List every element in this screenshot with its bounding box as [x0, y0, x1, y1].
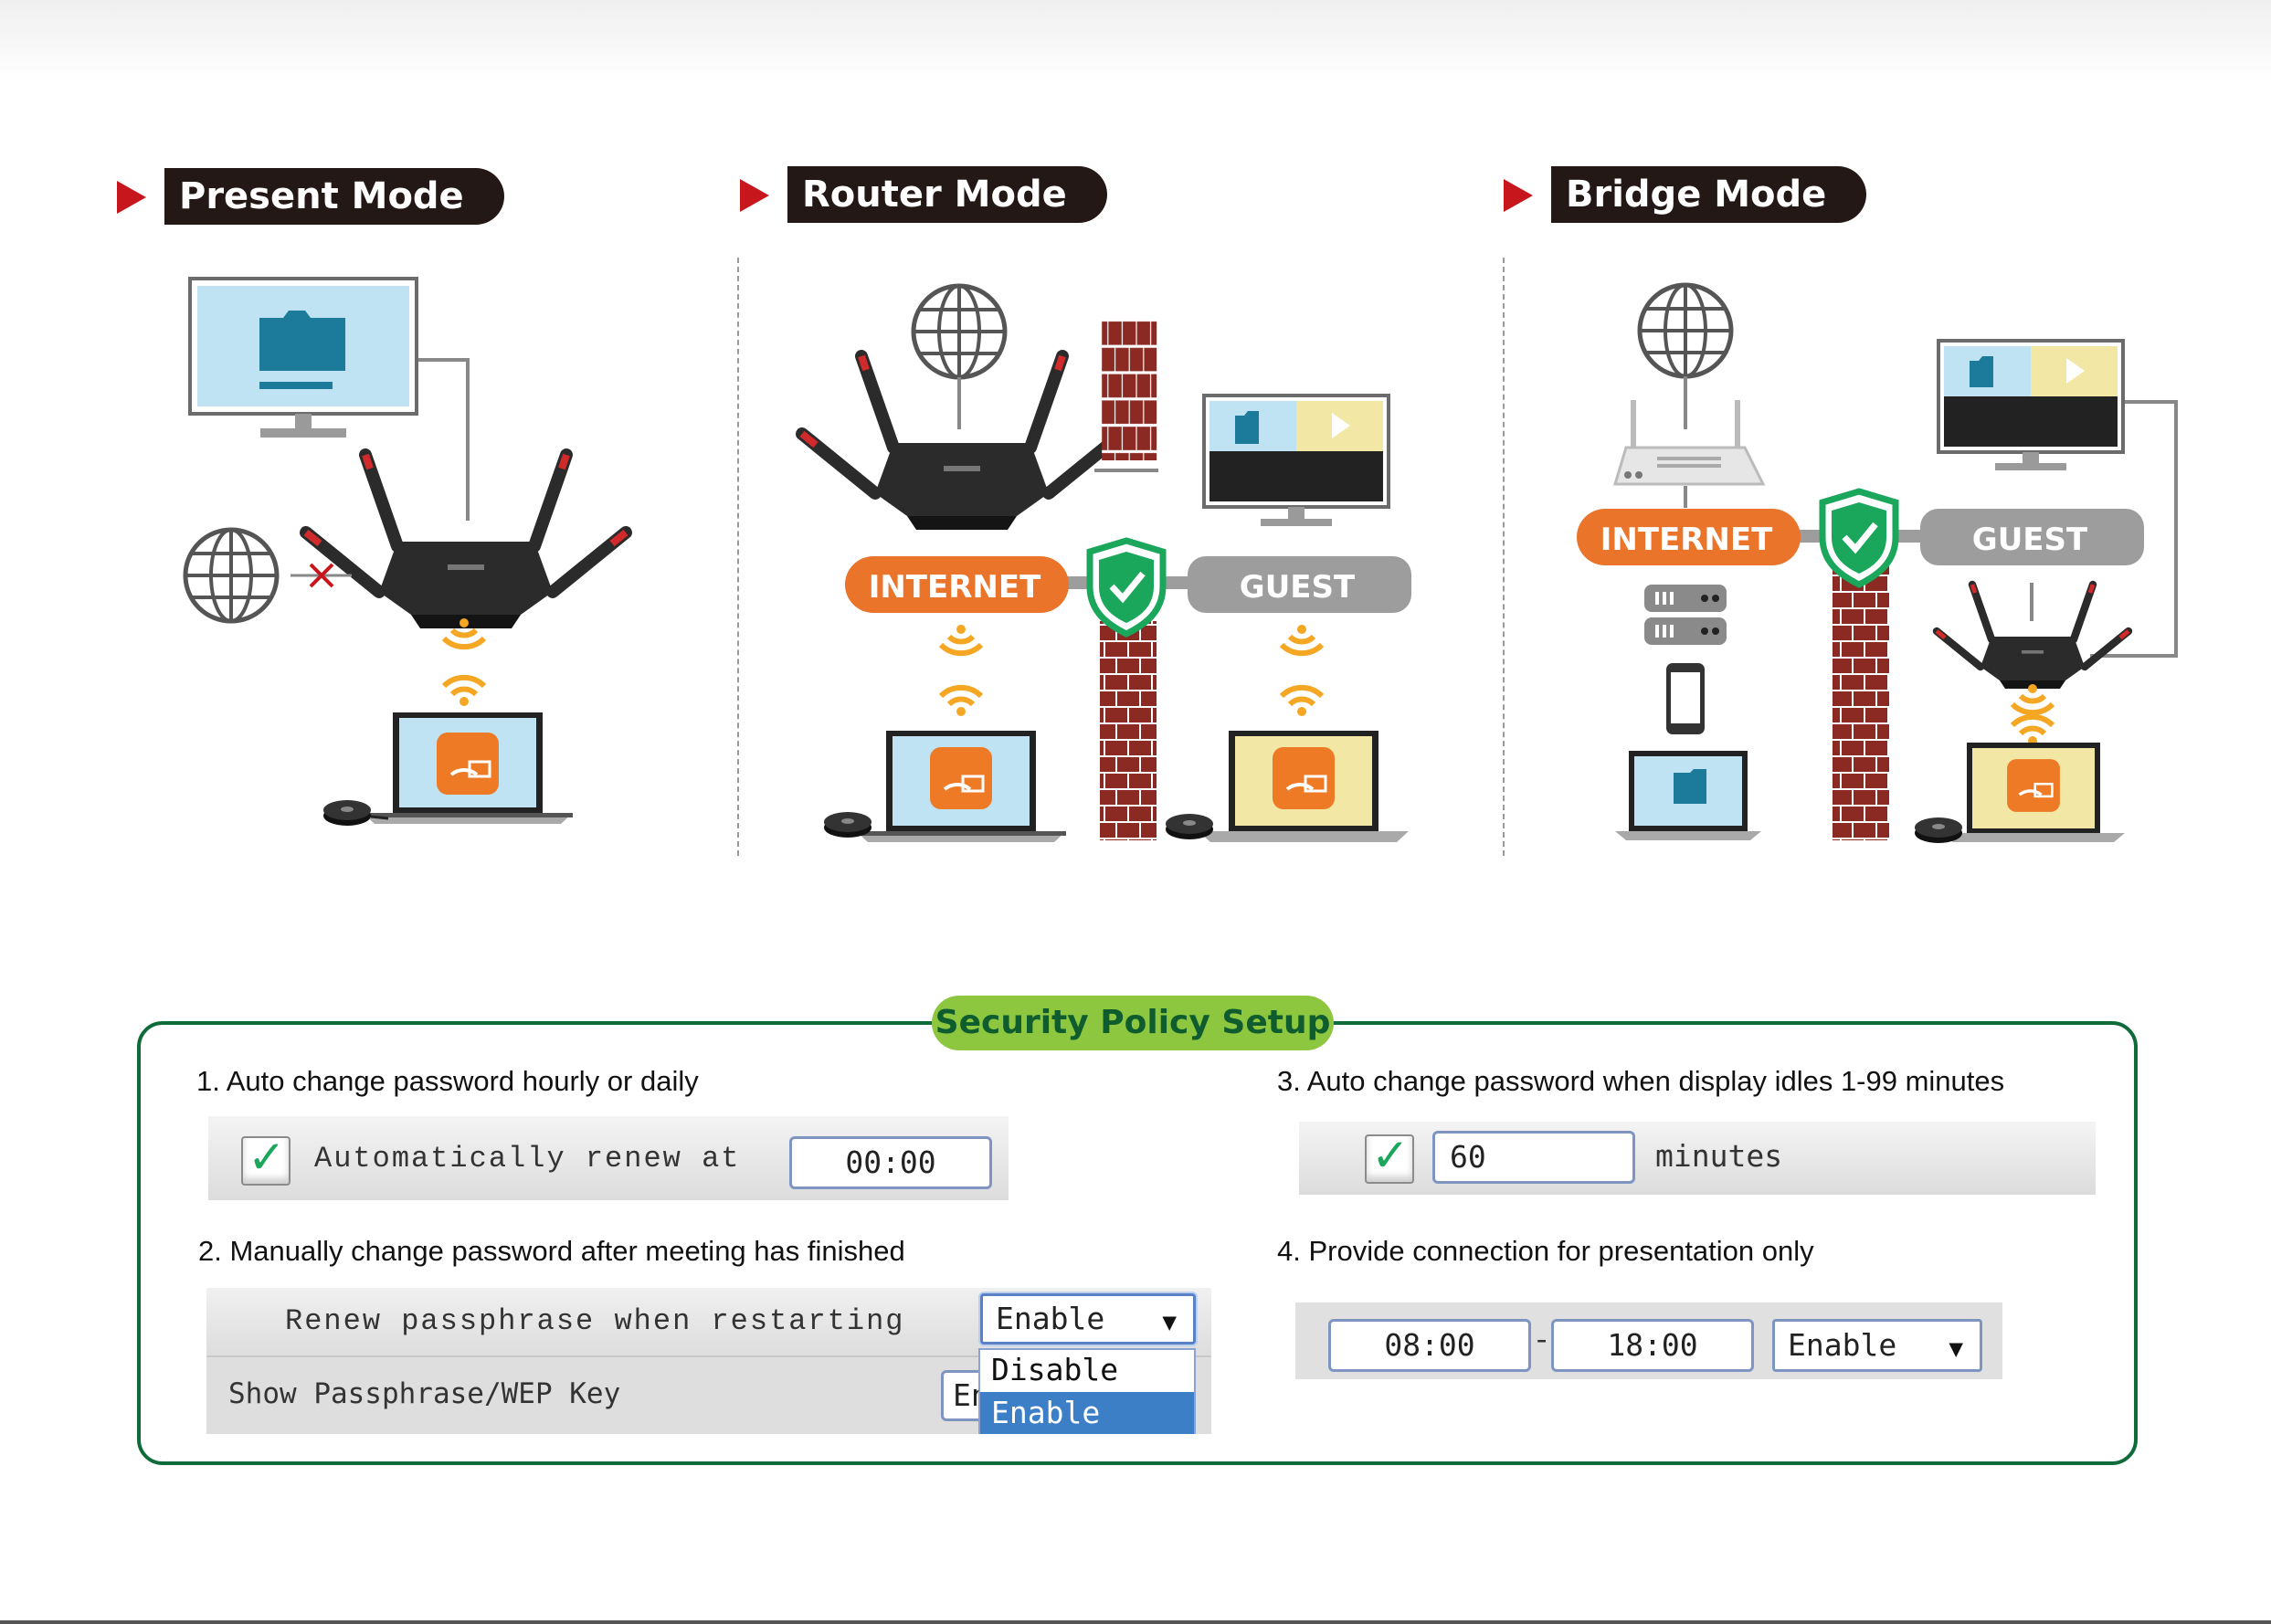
- router-mode-diagram: INTERNET GUEST: [802, 286, 1411, 842]
- select-value: Enable: [1788, 1327, 1897, 1363]
- router-icon: [802, 356, 1122, 530]
- firewall-icon: [1833, 566, 1889, 840]
- globe-icon: [914, 286, 1005, 377]
- network-diagrams: INTERNET GUEST: [0, 277, 2178, 843]
- wifi-icon: [444, 678, 484, 706]
- idle-minutes-input[interactable]: 60: [1432, 1131, 1635, 1184]
- minutes-unit-label: minutes: [1655, 1138, 1783, 1174]
- checkmark-icon: ✓: [248, 1131, 286, 1184]
- j5create-app-icon: [1271, 745, 1336, 811]
- internet-bar: [845, 556, 1069, 613]
- wifi-icon: [941, 688, 981, 716]
- puck-icon: [323, 800, 371, 826]
- idle-change-checkbox[interactable]: ✓: [1365, 1129, 1414, 1184]
- globe-icon: [185, 530, 277, 621]
- dropdown-option-disable[interactable]: Disable: [991, 1352, 1119, 1387]
- item1-panel: ✓ Automatically renew at 00:00: [208, 1116, 1009, 1200]
- dropdown-menu: Disable Enable: [978, 1348, 1196, 1434]
- folder-icon: [259, 311, 345, 389]
- shield-check-icon: [1090, 541, 1163, 634]
- presentation-only-select[interactable]: Enable ▼: [1772, 1319, 1982, 1372]
- row-divider: [206, 1355, 1211, 1357]
- mode-title-label: Router Mode: [787, 166, 1107, 223]
- time-range-separator: -: [1533, 1324, 1551, 1358]
- internet-label: INTERNET: [869, 569, 1041, 606]
- present-mode-diagram: [185, 277, 626, 826]
- security-policy-title: Security Policy Setup: [932, 996, 1334, 1050]
- internet-label: INTERNET: [1600, 522, 1773, 558]
- guest-bar: [1188, 556, 1411, 613]
- j5create-app-icon: [928, 745, 994, 811]
- item1-heading: 1. Auto change password hourly or daily: [196, 1065, 699, 1097]
- server-icon: [1644, 585, 1727, 645]
- guest-label: GUEST: [1972, 522, 2088, 558]
- auto-renew-checkbox[interactable]: ✓: [241, 1131, 290, 1186]
- start-time-input[interactable]: 08:00: [1328, 1319, 1531, 1372]
- dropdown-arrow-icon: ▼: [1949, 1335, 1963, 1363]
- bridge-mode-diagram: INTERNET GUEST: [1577, 285, 2178, 843]
- dropdown-option-enable[interactable]: Enable: [980, 1392, 1194, 1434]
- wifi-icon: [941, 625, 981, 653]
- item3-panel: ✓ 60 minutes: [1299, 1122, 2096, 1195]
- folder-icon: [1970, 356, 1993, 387]
- globe-icon: [1640, 285, 1731, 376]
- auto-renew-label: Automatically renew at: [314, 1142, 741, 1176]
- item4-panel: 08:00 - 18:00 Enable ▼: [1295, 1302, 2002, 1379]
- red-arrow-icon: [117, 181, 146, 214]
- shield-check-icon: [1822, 491, 1896, 585]
- j5create-app-icon: [2005, 757, 2062, 814]
- dropdown-arrow-icon: ▼: [1162, 1309, 1177, 1336]
- guest-bar: [1920, 509, 2144, 565]
- renew-on-restart-select[interactable]: Enable ▼: [980, 1293, 1196, 1345]
- phone-icon: [1666, 663, 1705, 734]
- monitor-icon: [1937, 339, 2125, 470]
- puck-icon: [824, 812, 871, 838]
- item2-heading: 2. Manually change password after meetin…: [198, 1235, 905, 1267]
- modem-icon: [1612, 400, 1766, 486]
- internet-bar: [1577, 509, 1801, 565]
- item4-heading: 4. Provide connection for presentation o…: [1277, 1235, 1814, 1267]
- section-divider: [1503, 258, 1505, 856]
- monitor-icon: [1202, 394, 1390, 526]
- red-arrow-icon: [740, 179, 769, 212]
- blocked-x-icon: [309, 563, 334, 588]
- select-value: Enable: [996, 1301, 1105, 1336]
- monitor-icon: [188, 277, 418, 438]
- show-passphrase-label: Show Passphrase/WEP Key: [228, 1377, 621, 1410]
- j5create-app-icon: [435, 731, 501, 796]
- page-bottom-rule: [0, 1620, 2271, 1624]
- checkmark-icon: ✓: [1371, 1129, 1410, 1182]
- end-time-input[interactable]: 18:00: [1551, 1319, 1754, 1372]
- firewall-icon: [1102, 320, 1157, 461]
- guest-label: GUEST: [1240, 569, 1356, 606]
- wifi-icon: [1282, 625, 1322, 653]
- mode-title-label: Bridge Mode: [1551, 166, 1867, 223]
- renew-time-input[interactable]: 00:00: [789, 1136, 992, 1189]
- red-arrow-icon: [1504, 179, 1533, 212]
- folder-icon: [1235, 411, 1259, 444]
- wifi-icon: [1282, 688, 1322, 716]
- play-icon: [2066, 358, 2085, 384]
- wifi-icon: [2012, 717, 2053, 745]
- item3-heading: 3. Auto change password when display idl…: [1277, 1065, 2005, 1097]
- puck-icon: [1915, 817, 1962, 843]
- section-divider: [737, 258, 739, 856]
- mode-title-label: Present Mode: [164, 168, 504, 225]
- top-fade: [0, 0, 2271, 82]
- renew-on-restart-label: Renew passphrase when restarting: [285, 1304, 905, 1338]
- laptop-icon: [1615, 751, 1761, 840]
- play-icon: [1332, 413, 1350, 438]
- firewall-icon: [1100, 621, 1157, 840]
- puck-icon: [1166, 814, 1213, 839]
